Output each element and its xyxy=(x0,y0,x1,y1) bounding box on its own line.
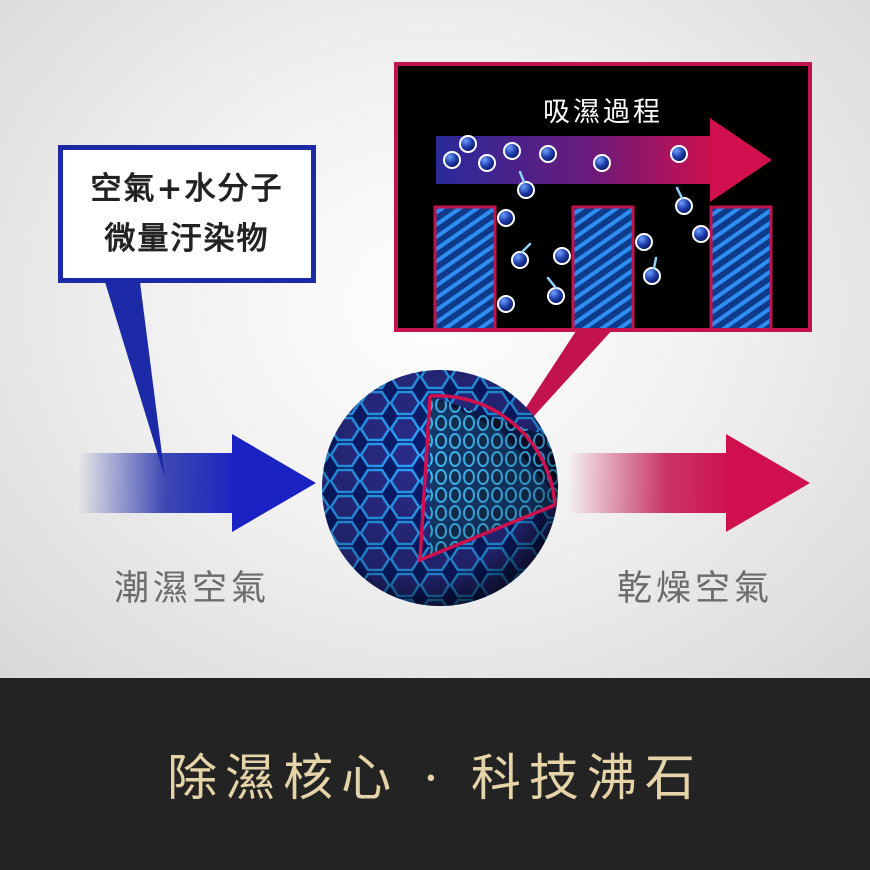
input-callout: 空氣+水分子 微量汙染物 xyxy=(58,145,316,283)
adsorption-process-panel: 吸濕過程 xyxy=(394,62,812,332)
zeolite-sphere xyxy=(322,370,558,606)
process-graphics xyxy=(433,118,773,328)
humid-air-label: 潮濕空氣 xyxy=(114,569,271,609)
water-molecules xyxy=(443,135,710,313)
zeolite-pillar-2 xyxy=(571,205,635,328)
process-title: 吸濕過程 xyxy=(543,97,663,128)
footer-banner: 除濕核心 · 科技沸石 xyxy=(0,678,870,870)
footer-title: 除濕核心 · 科技沸石 xyxy=(167,749,703,807)
dry-air-label: 乾燥空氣 xyxy=(617,569,774,609)
callout-line-2: 微量汙染物 xyxy=(104,221,270,257)
diagram-graphics xyxy=(78,282,810,606)
callout-pointer xyxy=(105,282,165,478)
zeolite-pillar-1 xyxy=(433,205,497,328)
callout-line-1: 空氣+水分子 xyxy=(90,171,284,207)
dry-air-arrow xyxy=(568,434,810,532)
humid-air-arrow xyxy=(78,434,316,532)
zeolite-pillar-3 xyxy=(709,205,773,328)
pollutant-bonds xyxy=(518,170,684,290)
